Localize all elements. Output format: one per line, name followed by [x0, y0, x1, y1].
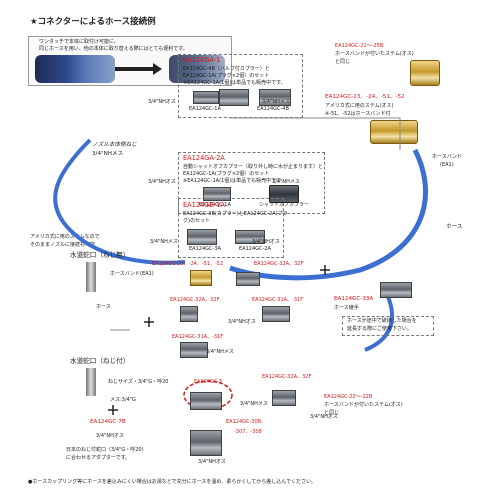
plug-part	[203, 187, 231, 201]
faucet2-title: 水道蛇口（ねじ付）	[70, 357, 130, 365]
faucet1-code: EA124GC-23、-24、-51、-52	[152, 261, 224, 267]
part-code: EA124GC-4B	[257, 106, 289, 112]
kit-desc: EA124GC-1A(プラグ×2個）のセット	[183, 171, 270, 177]
faucet2-right-code: EA124GC-22～-22B	[324, 394, 373, 400]
faucet2-coupler-part	[272, 390, 296, 406]
faucet2-code: EA124GC-32A、32F	[262, 374, 312, 380]
hose-end-note: ホースが途中で破損した場合を	[347, 318, 417, 324]
thread-label: 3/4"NHオス	[148, 179, 176, 185]
stem-part-image	[410, 60, 440, 86]
faucet2-code: EA124GC-5	[194, 379, 223, 385]
hose-end-desc: ホース継手	[334, 305, 359, 311]
part-code: EA124GC-1A	[199, 202, 231, 208]
kit-desc: 自動シャットオフカプラー（取り外し時に水が止まります）と	[183, 164, 324, 170]
thread-label: 3/4"NHオス	[252, 239, 280, 245]
faucet2-code: EA124GC-30B、	[226, 419, 267, 425]
faucet2-right-desc: と同じ	[324, 410, 340, 416]
faucet2-thread-size: ねじサイズ・3/4"G・呼20	[108, 379, 169, 385]
america-note: そのままノズルに接続も可能	[30, 242, 96, 248]
kit-code: EA124GA-1	[183, 56, 221, 64]
stem-desc: と同じ	[335, 59, 351, 65]
photo-note-1: ワンタッチで本体に取付け可能に。	[39, 39, 120, 45]
kit-desc: EA124GC-3B(カプラー)とEA124GC-2A(プラ	[183, 211, 288, 217]
faucet1-code: EA124GC-32A、32F	[254, 261, 304, 267]
hose-end-note: 延長する際にご使用下さい。	[347, 326, 412, 332]
kit-code: EA124GA-2A	[183, 154, 225, 162]
footer-note: ●ホースカップリング等にホースを差込みにくい場合はお湯などで充分にホースを温め、…	[28, 479, 317, 485]
hose-band-label: ホースバンド	[432, 154, 463, 160]
hose-label: ホース	[446, 224, 463, 230]
kit-desc: グ)のセット	[183, 218, 210, 224]
nozzle-label: ノズル本体側ねじ	[92, 142, 137, 148]
hose-end-part	[380, 282, 412, 298]
arrow-line	[115, 67, 155, 71]
faucet1-coupler-part	[180, 342, 208, 358]
part-code: EA124GC-3A	[189, 246, 221, 252]
plug-part	[193, 91, 219, 104]
faucet2-image	[86, 368, 96, 396]
photo-note-2: 同じホースを用い、他の本体に取り替える際にはとても便利です。	[39, 46, 188, 52]
thread-label: 3/4"NHオス	[96, 433, 124, 439]
kit-desc: EA124GC-4B（バルブ付カプラー）と	[183, 66, 270, 72]
part-code: EA124GC-2A	[239, 246, 271, 252]
faucet1-stem-part	[190, 270, 212, 286]
hose-end-code: EA124GC-33A	[334, 296, 374, 302]
coupler-part	[219, 89, 249, 106]
faucet2-right-desc: ホースバンドが付いたステム(オス)	[324, 402, 403, 408]
faucet1-image	[86, 262, 96, 292]
faucet1-coupler-part	[180, 306, 198, 322]
thread-label: 3/4"NHオス	[228, 319, 256, 325]
faucet2-y-connector	[190, 430, 222, 456]
kit-desc: ※EA124GC-1A(1個)は単品でも販売中です。	[183, 80, 286, 86]
thread-label: 3/4"NHオス	[310, 414, 338, 420]
arrow-right-icon	[153, 63, 162, 75]
stem-code: EA124GC-21～-25B	[335, 43, 384, 49]
faucet1-code: EA124GC-31A、-31F	[252, 297, 304, 303]
part-code: EA124GC-1A	[189, 106, 221, 112]
thread-label: 3/4"NHメス	[150, 239, 178, 245]
faucet1-title: 水道蛇口（ねじ無）	[70, 251, 130, 259]
thread-label: 3/4"NHメス	[240, 401, 268, 407]
faucet2-female: メス:3/4"G	[110, 397, 136, 403]
hose-band-code: (EA1)	[440, 162, 454, 168]
coupler-part	[259, 89, 291, 106]
faucet1-coupler-part	[262, 306, 290, 322]
faucet1-hose: ホース	[96, 304, 111, 310]
faucet2-note: に合わせるアダプターです。	[66, 455, 131, 461]
kit-ea124gb-1a: EA124GB-1A EA124GC-3B(カプラー)とEA124GC-2A(プ…	[178, 198, 288, 258]
kit-desc: EA124GC-1A(プラグ×2個）のセット	[183, 73, 270, 79]
faucet1-code: EA124GC-32A、32F	[170, 297, 220, 303]
nozzle-photo-panel: ワンタッチで本体に取付け可能に。 同じホースを用い、他の本体に取り替える際にはと…	[28, 36, 232, 86]
faucet1-plug-part	[236, 272, 260, 286]
faucet2-code: EA124GC-7B	[90, 419, 126, 425]
america-note: アメリカ式に用のステムなので	[30, 234, 100, 240]
hose-end-note-box: ホースが途中で破損した場合を 延長する際にご使用下さい。	[342, 316, 434, 336]
coupler-part	[187, 229, 217, 245]
faucet1-code: EA124GC-31A、-31F	[172, 334, 224, 340]
faucet2-code: -307、-308	[234, 429, 262, 435]
nozzle-image	[35, 55, 115, 83]
thread-label: 3/4"NHオス	[198, 459, 226, 465]
stem-part-image	[370, 120, 418, 144]
page-title: ★コネクターによるホース接続例	[30, 17, 156, 27]
stem-desc: ホースバンドが付いたステム(オス)	[335, 51, 414, 57]
part-code: シャットオフカプラー	[259, 202, 310, 208]
faucet2-note: 日本のねじ付蛇口（3/4"G・呼20)	[66, 447, 144, 453]
kit-desc: ※EA124GC-1A(1個)は単品でも販売中です。	[183, 178, 286, 184]
nozzle-thread: 3/4"NHメス	[92, 151, 124, 157]
thread-label: 3/4"NHオス	[148, 99, 176, 105]
kit-code: EA124GB-1A	[183, 201, 225, 209]
stem-right-desc: ※-51、-52はホースバンド付	[325, 111, 391, 117]
plug-part	[235, 230, 265, 244]
faucet2-adapter-part	[190, 392, 222, 410]
faucet1-band: ホースバンド(EA1)	[110, 271, 154, 277]
stem-right-code: EA124GC-23、-24、-51、-52	[325, 94, 405, 100]
stem-right-desc: アメリカ式に用のステム(オス)	[325, 103, 394, 109]
thread-label: 3/4"NHメス	[206, 349, 234, 355]
thread-label: 3/4"NHメス	[272, 179, 300, 185]
thread-label: 3/4"NHメス	[262, 99, 290, 105]
